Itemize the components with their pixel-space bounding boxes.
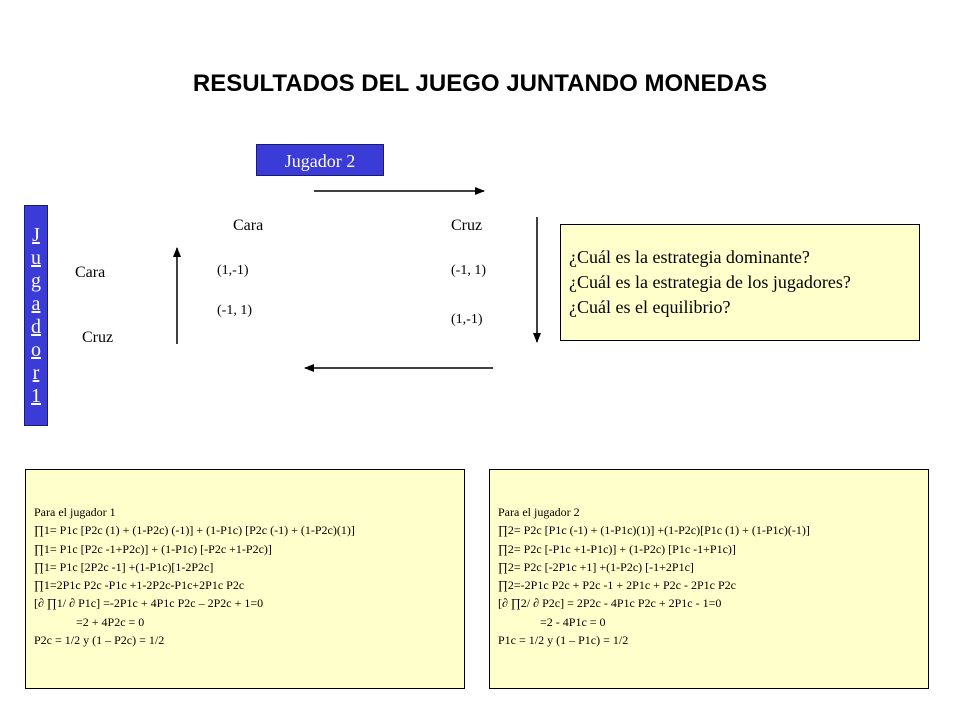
calc-line: Para el jugador 1 — [34, 505, 116, 519]
question-item: ¿Cuál es la estrategia de los jugadores? — [569, 272, 851, 292]
payoff-cruz-cruz: (1,-1) — [451, 312, 483, 327]
player1-letter: J — [32, 223, 40, 246]
calc-line: ∏1= P1c [P2c (1) + (1-P2c) (-1)] + (1-P1… — [34, 523, 355, 538]
player2-calculation-box: Para el jugador 2 ∏2= P2c [P1c (-1) + (1… — [489, 469, 929, 689]
player1-letter: r — [32, 361, 40, 384]
player1-label: J u g a d o r 1 — [24, 205, 48, 426]
calc-line: ∏1= P1c [2P2c -1] +(1-P1c)[1-2P2c] — [34, 559, 214, 574]
row-label-cruz: Cruz — [82, 329, 114, 346]
calc-line: [∂ ∏1/ ∂ P1c] =-2P1c + 4P1c P2c – 2P2c +… — [34, 596, 264, 611]
question-item: ¿Cuál es la estrategia dominante? — [569, 247, 810, 267]
payoff-cara-cruz: (-1, 1) — [451, 263, 486, 278]
payoff-cara-cara: (1,-1) — [217, 263, 249, 278]
player2-label: Jugador 2 — [256, 144, 384, 176]
player1-letter: u — [31, 246, 41, 269]
player1-calculation-box: Para el jugador 1 ∏1= P1c [P2c (1) + (1-… — [25, 469, 465, 689]
questions-box: ¿Cuál es la estrategia dominante? ¿Cuál … — [560, 224, 920, 341]
calc-line: ∏2= P2c [-2P1c +1] +(1-P2c) [-1+2P1c] — [498, 559, 694, 574]
calc-line: ∏2= P2c [-P1c +1-P1c)] + (1-P2c) [P1c -1… — [498, 541, 736, 556]
player1-letter: d — [31, 315, 41, 338]
calc-line: P1c = 1/2 y (1 – P1c) = 1/2 — [498, 633, 629, 648]
row-label-cara: Cara — [75, 264, 106, 281]
column-label-cruz: Cruz — [451, 217, 483, 234]
player1-letter: g — [31, 269, 41, 292]
player1-letter: a — [31, 292, 41, 315]
calc-line: =2 + 4P2c = 0 — [34, 614, 145, 629]
player1-letter: o — [31, 338, 41, 361]
calc-line: ∏1=2P1c P2c -P1c +1-2P2c-P1c+2P1c P2c — [34, 578, 245, 593]
calc-line: =2 - 4P1c = 0 — [498, 614, 606, 629]
calc-line: ∏2=-2P1c P2c + P2c -1 + 2P1c + P2c - 2P1… — [498, 578, 736, 593]
calc-line: Para el jugador 2 — [498, 505, 580, 519]
calc-line: P2c = 1/2 y (1 – P2c) = 1/2 — [34, 633, 165, 648]
column-label-cara: Cara — [233, 217, 264, 234]
player1-letter: 1 — [31, 384, 41, 407]
question-item: ¿Cuál es el equilibrio? — [569, 297, 731, 317]
calc-line: ∏2= P2c [P1c (-1) + (1-P1c)(1)] +(1-P2c)… — [498, 523, 810, 538]
page-title: RESULTADOS DEL JUEGO JUNTANDO MONEDAS — [192, 70, 768, 97]
calc-line: [∂ ∏2/ ∂ P2c] = 2P2c - 4P1c P2c + 2P1c -… — [498, 596, 722, 611]
payoff-cruz-cara: (-1, 1) — [217, 303, 252, 318]
calc-line: ∏1= P1c [P2c -1+P2c)] + (1-P1c) [-P2c +1… — [34, 541, 272, 556]
